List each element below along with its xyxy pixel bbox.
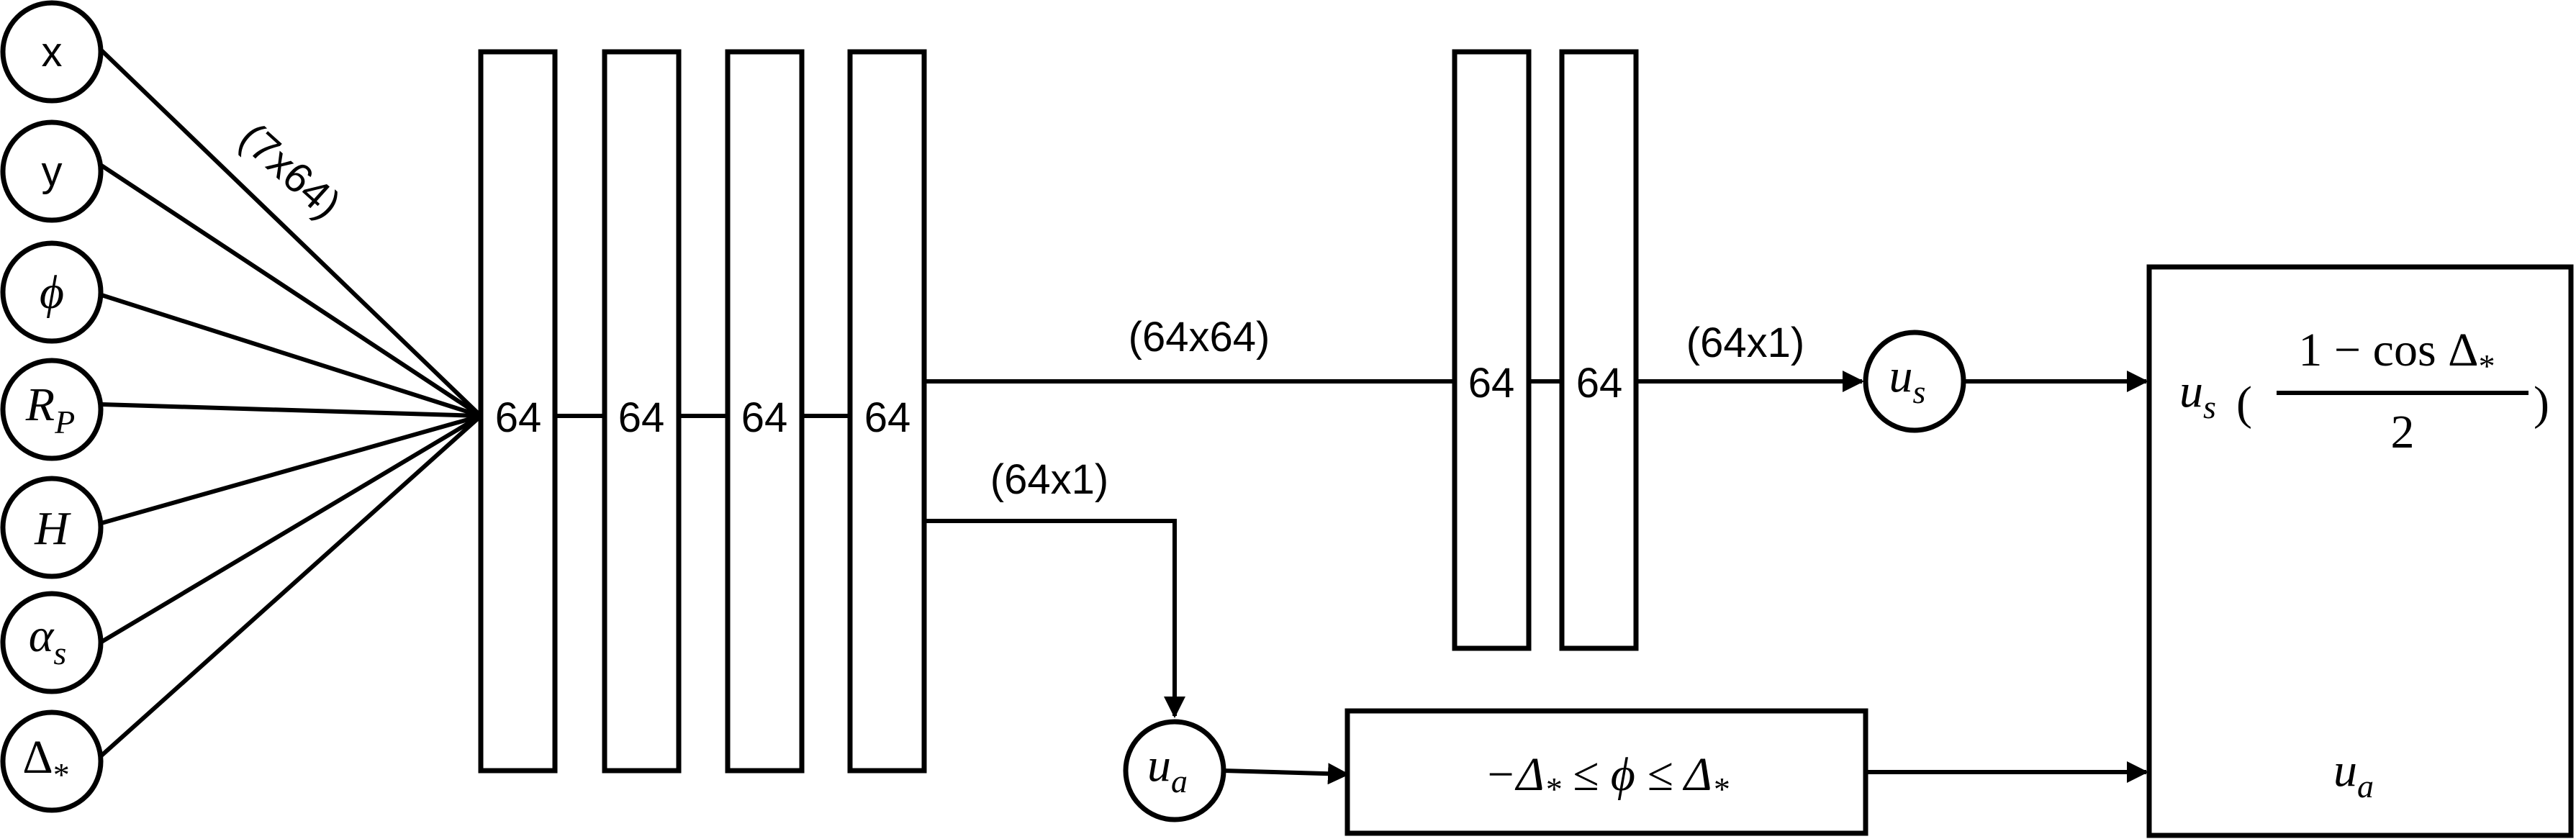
constraint-left-subscript: * [1545,771,1561,807]
hidden-layer-4: 64 [847,49,927,774]
svg-text:Δ*: Δ* [22,731,69,793]
ua-node-subscript: a [1171,763,1188,799]
input-label-rp: R [25,378,55,431]
input-node-rp: RP [0,358,104,461]
result-us: u [2179,365,2203,417]
us-node-label: u [1889,350,1913,402]
input-label-delta: Δ [22,731,53,784]
input-label-x: x [42,29,63,76]
us-node-subscript: s [1913,373,1926,410]
input-node-delta: Δ* [0,709,104,813]
result-denominator: 2 [2391,406,2415,458]
input-label-y: y [42,148,63,195]
result-numerator-subscript: * [2479,348,2495,384]
layer-1-size: 64 [495,394,542,441]
result-ua-subscript: a [2357,768,2374,804]
constraint-right-subscript: * [1712,771,1729,807]
us-weights-label: (64x1) [1686,319,1804,366]
ua-weights-label: (64x1) [990,456,1108,503]
svg-text:−Δ* ≤ ϕ ≤ Δ*: −Δ* ≤ ϕ ≤ Δ* [1484,748,1728,807]
branch-layer-2: 64 [1559,49,1639,651]
input-node-phi: ϕ [0,240,104,344]
input-connections [99,48,483,758]
svg-text:ua: ua [2333,744,2374,804]
input-node-alpha: αs [0,591,104,694]
input-node-h: H [0,476,104,579]
result-numerator: 1 − cos Δ [2298,324,2478,376]
constraint-left: −Δ [1484,748,1544,801]
input-label-h: H [34,502,71,555]
svg-text:ua: ua [1147,739,1188,799]
svg-text:us: us [1889,350,1926,410]
input-label-delta-subscript: * [53,756,70,793]
result-right-paren: ) [2534,377,2549,430]
result-us-subscript: s [2203,389,2216,425]
ua-arrow [924,519,1185,718]
hidden-layer-2: 64 [602,49,682,774]
input-label-alpha: α [29,609,55,662]
layer-2-size: 64 [618,394,665,441]
svg-text:αs: αs [29,609,67,671]
output-node-us: us [1863,330,1966,433]
input-node-x: x [0,0,104,104]
layer-6-size: 64 [1576,360,1623,407]
svg-text:RP: RP [25,378,75,440]
svg-text:us: us [2179,365,2216,425]
constraint-middle: ≤ ϕ ≤ Δ [1561,748,1712,801]
result-left-paren: ( [2236,377,2252,430]
input-node-y: y [0,119,104,223]
layer-5-size: 64 [1468,360,1515,407]
input-label-rp-subscript: P [54,404,75,440]
ua-to-constraint-arrow [1223,763,1350,785]
layer-4-size: 64 [864,394,911,441]
branch-layer-1: 64 [1452,49,1532,651]
hidden-layer-3: 64 [725,49,805,774]
hidden-layer-1: 64 [478,49,558,774]
result-ua: u [2333,744,2357,797]
svg-text:1 − cos Δ*: 1 − cos Δ* [2298,324,2495,384]
result-box: us ( 1 − cos Δ* 2 ) ua [2146,264,2574,838]
input-weights-label: (7x64) [230,114,350,227]
layer-3-size: 64 [741,394,788,441]
output-node-ua: ua [1123,719,1226,822]
input-label-alpha-subscript: s [53,635,66,671]
ua-node-label: u [1147,739,1171,792]
input-label-phi: ϕ [40,266,64,319]
branch-weights-label: (64x64) [1129,314,1270,360]
constraint-box: −Δ* ≤ ϕ ≤ Δ* [1345,708,1868,836]
